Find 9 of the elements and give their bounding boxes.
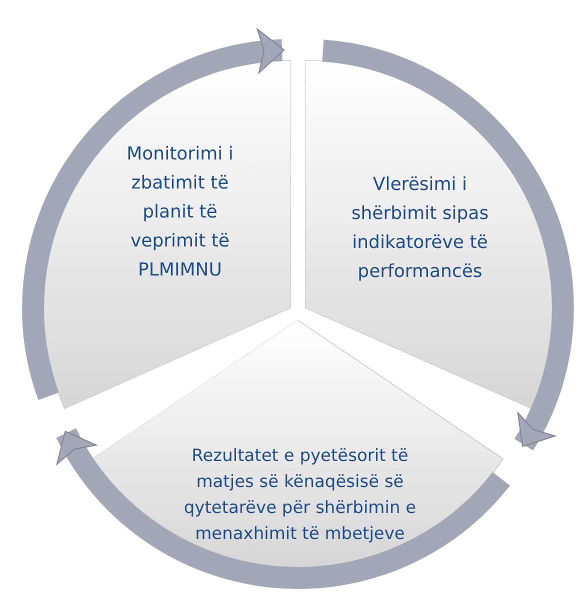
pie-segment bbox=[43, 60, 292, 409]
pie-segment bbox=[92, 320, 504, 568]
segment-label: Rezultatet e pyetësorit të matjes së kënaqësisë së qytetarëve për shërbimin e menaxhimit të mbetjeve bbox=[182, 445, 418, 546]
curved-arrow bbox=[22, 30, 285, 400]
segment-label: Vlerësimi i shërbimit sipas indikatorëve të performancës bbox=[350, 173, 490, 284]
pie-segment bbox=[304, 60, 553, 409]
curved-arrow bbox=[56, 428, 510, 589]
segment-label: Monitorimi i zbatimit të planit të veprimit të PLMIMNU bbox=[126, 142, 234, 282]
curved-arrow bbox=[321, 40, 574, 450]
